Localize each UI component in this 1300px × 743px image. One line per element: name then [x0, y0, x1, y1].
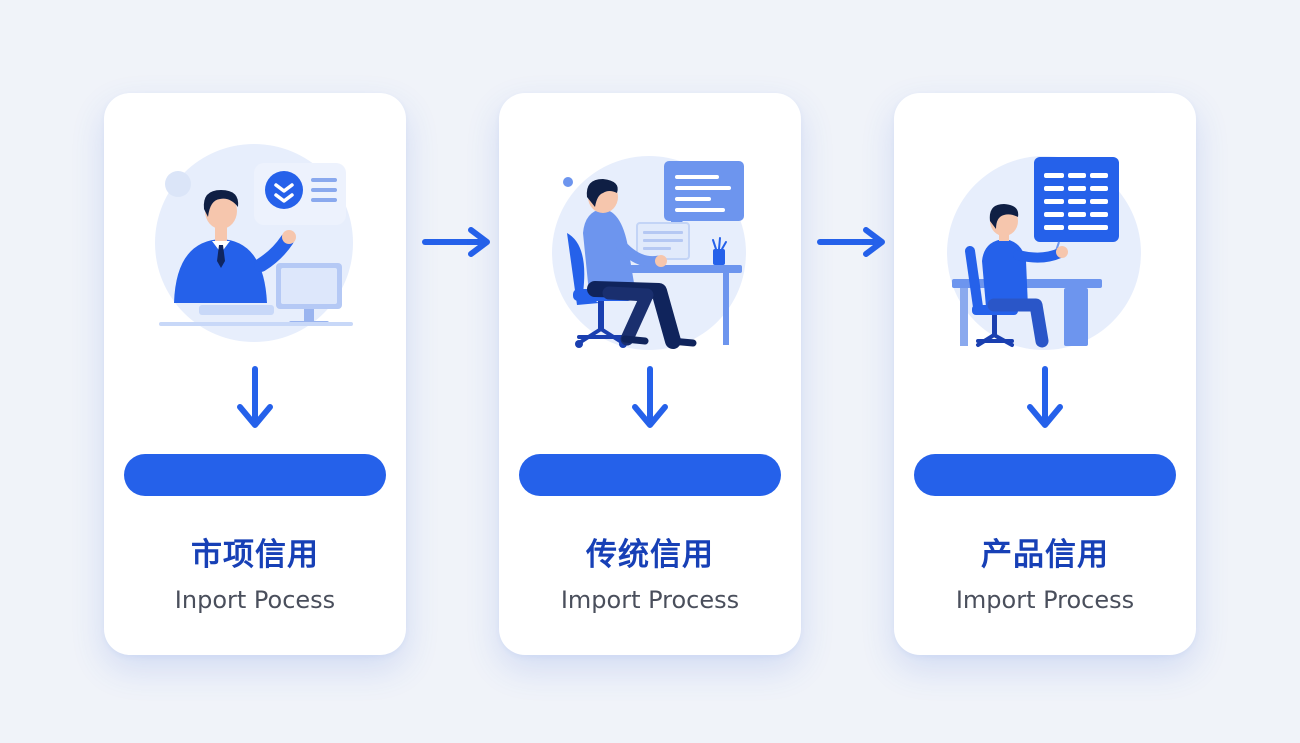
- step-subtitle-1: Inport Pocess: [174, 586, 336, 614]
- step-action-button-1[interactable]: [124, 454, 386, 496]
- arrow-down-icon: [632, 366, 668, 428]
- step-card-2: 传统信用 Import Process: [499, 93, 801, 655]
- person-at-desk-icon: [552, 156, 746, 350]
- arrow-right-icon: [422, 227, 490, 257]
- step-action-button-3[interactable]: [914, 454, 1176, 496]
- person-with-data-table-icon: [947, 156, 1141, 350]
- step-subtitle-2: Import Process: [560, 586, 740, 614]
- step-title-3: 产品信用: [981, 537, 1109, 573]
- step-action-button-2[interactable]: [519, 454, 781, 496]
- step-title-2: 传统信用: [586, 537, 714, 573]
- step-subtitle-3: Import Process: [955, 586, 1135, 614]
- arrow-down-icon: [237, 366, 273, 428]
- arrow-down-icon: [1027, 366, 1063, 428]
- step-title-1: 市项信用: [191, 537, 319, 573]
- businessman-at-computer-icon: [155, 144, 353, 342]
- step-card-1: 市项信用 Inport Pocess: [104, 93, 406, 655]
- step-card-3: 产品信用 Import Process: [894, 93, 1196, 655]
- arrow-right-icon: [817, 227, 885, 257]
